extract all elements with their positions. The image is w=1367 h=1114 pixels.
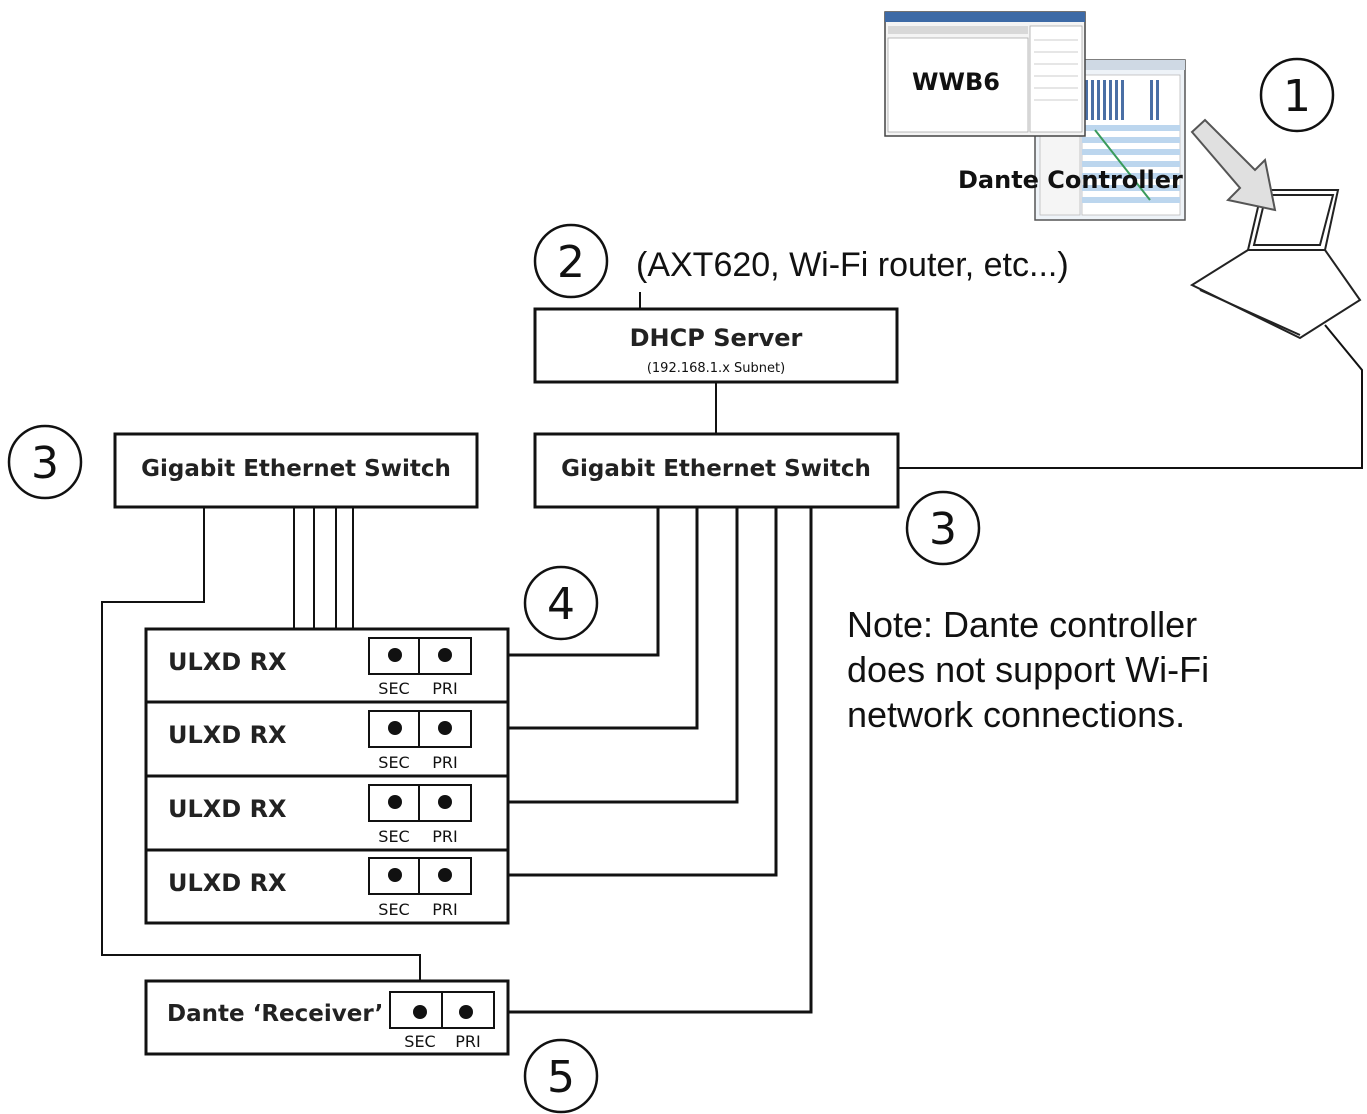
callout-3-right: 3	[929, 504, 957, 555]
receiver-label: ULXD RX	[168, 869, 287, 897]
pri-port-label: PRI	[432, 900, 457, 919]
switch-left-label: Gigabit Ethernet Switch	[141, 456, 451, 482]
dante-controller-label: Dante Controller	[958, 166, 1183, 194]
dhcp-server-box	[533, 307, 899, 384]
pri-port-label: PRI	[455, 1032, 480, 1051]
callout-circle	[523, 1038, 599, 1114]
note-line-3: network connections.	[847, 694, 1185, 735]
wires-right-switch	[445, 507, 813, 1014]
callout-4: 4	[547, 579, 575, 630]
dhcp-subnet: (192.168.1.x Subnet)	[647, 361, 785, 376]
callout-2: 2	[557, 237, 585, 288]
callout-1: 1	[1283, 71, 1311, 122]
receiver-ports	[368, 784, 472, 822]
note-line-1: Note: Dante controller	[847, 604, 1197, 645]
callout-5: 5	[547, 1052, 575, 1103]
wire-dhcp-to-switch	[639, 292, 717, 434]
sec-port-label: SEC	[378, 900, 409, 919]
laptop-icon	[1189, 189, 1362, 340]
callout-circle	[905, 490, 981, 566]
wwb6-label: WWB6	[912, 68, 1000, 96]
receiver-ports	[368, 710, 472, 748]
dhcp-devices-note: (AXT620, Wi-Fi router, etc...)	[636, 246, 1069, 284]
receiver-label: ULXD RX	[168, 795, 287, 823]
sec-port-label: SEC	[404, 1032, 435, 1051]
pri-port-label: PRI	[432, 827, 457, 846]
arrow-icon	[1190, 118, 1277, 212]
callout-circle	[1259, 57, 1335, 133]
sec-port-label: SEC	[378, 827, 409, 846]
callout-circle	[533, 223, 609, 299]
dhcp-server-title: DHCP Server	[630, 324, 803, 352]
dante-receiver-label: Dante ‘Receiver’	[167, 1001, 383, 1027]
pri-port-label: PRI	[432, 753, 457, 772]
switch-right-box	[533, 432, 900, 509]
note-line-2: does not support Wi-Fi	[847, 649, 1209, 690]
switch-right-label: Gigabit Ethernet Switch	[561, 456, 871, 482]
dante-receiver-ports	[389, 991, 495, 1029]
sec-port-label: SEC	[378, 753, 409, 772]
receiver-label: ULXD RX	[168, 648, 287, 676]
receiver-label: ULXD RX	[168, 721, 287, 749]
callout-circle	[523, 565, 599, 641]
sec-port-label: SEC	[378, 679, 409, 698]
pri-port-label: PRI	[432, 679, 457, 698]
receiver-ports	[368, 637, 472, 675]
wire-laptop-to-switch	[898, 324, 1363, 469]
receiver-ports	[368, 857, 472, 895]
callout-3-left: 3	[31, 438, 59, 489]
callout-circle	[7, 424, 83, 500]
wwb6-screenshot	[884, 11, 1086, 137]
dante-controller-screenshot	[1034, 59, 1186, 221]
switch-left-box	[113, 432, 479, 509]
